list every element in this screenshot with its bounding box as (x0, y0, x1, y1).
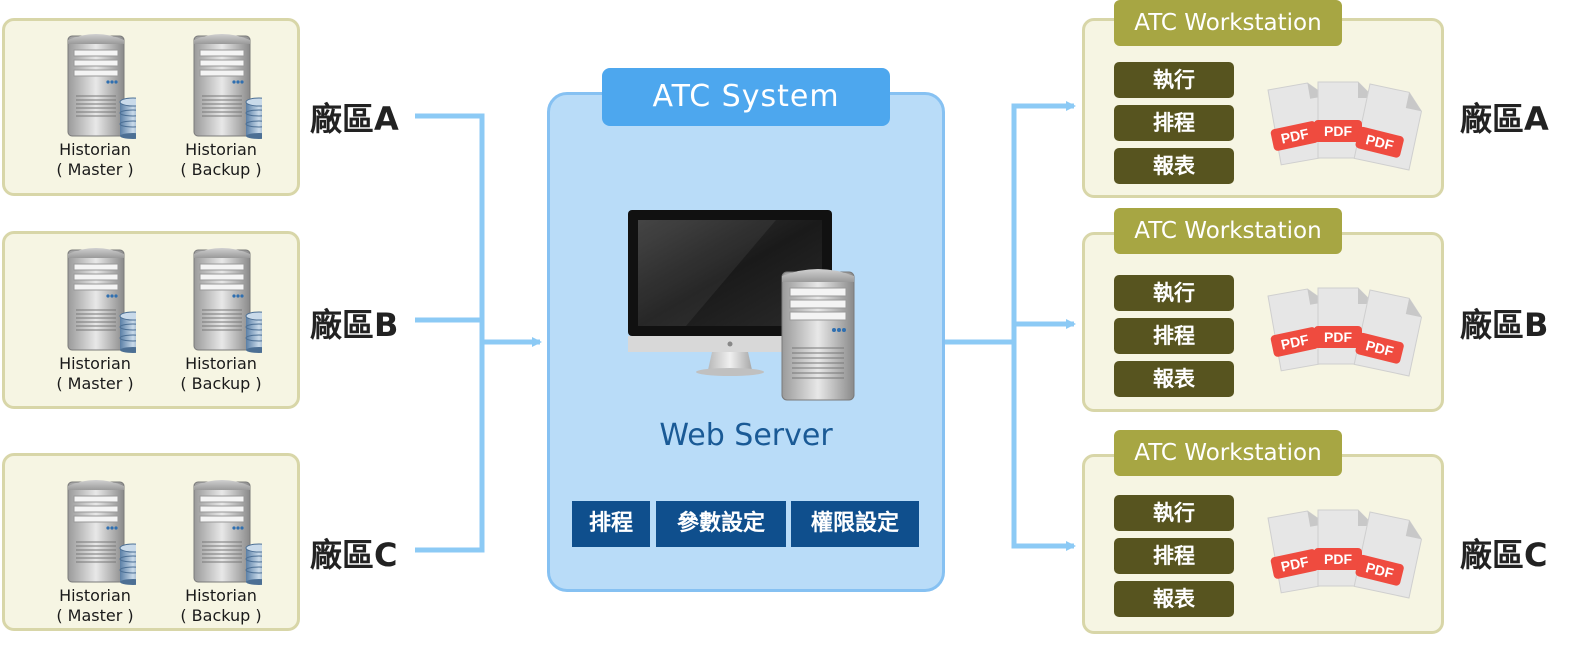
server-icon (67, 247, 136, 354)
ws-plant-name-a: 廠區A (1460, 100, 1549, 138)
historian-backup-c: Historian ( Backup ) (166, 478, 276, 626)
pdf-label: PDF (1279, 125, 1310, 147)
pdf-file-icon: PDF PDF PDF (1267, 285, 1426, 377)
server-role: ( Backup ) (180, 160, 262, 179)
ws-plant-name-b: 廠區B (1460, 306, 1549, 344)
historian-backup-b: Historian ( Backup ) (166, 246, 276, 394)
historian-backup-a: Historian ( Backup ) (166, 32, 276, 180)
historian-master-c: Historian ( Master ) (40, 478, 150, 626)
pdf-file-icon: PDF PDF PDF (1267, 507, 1426, 599)
function-schedule-button[interactable]: 排程 (572, 501, 650, 547)
connector-ws-c (1011, 342, 1076, 551)
atc-system-title: ATC System (602, 68, 890, 126)
server-label: Historian (185, 140, 257, 159)
historian-master-b: Historian ( Master ) (40, 246, 150, 394)
server-icon (67, 33, 136, 140)
server-label: Historian (59, 140, 131, 159)
server-label: Historian (185, 354, 257, 373)
function-parameter-settings-button[interactable]: 參數設定 (656, 501, 786, 547)
schedule-button-c[interactable]: 排程 (1114, 538, 1234, 574)
ws-plant-name-c: 廠區C (1460, 536, 1548, 574)
execute-button-c[interactable]: 執行 (1114, 495, 1234, 531)
report-button-a[interactable]: 報表 (1114, 148, 1234, 184)
connector-c (415, 342, 485, 553)
web-server-illustration (628, 210, 855, 401)
pdf-label: PDF (1364, 559, 1395, 581)
report-button-b[interactable]: 報表 (1114, 361, 1234, 397)
server-role: ( Master ) (56, 606, 134, 625)
plant-name-c: 廠區C (310, 536, 398, 574)
pdf-label: PDF (1324, 329, 1352, 345)
server-label: Historian (59, 354, 131, 373)
server-icon (193, 247, 262, 354)
connector-ws-a (1011, 101, 1076, 342)
pdf-files-b: PDF PDF PDF (1262, 284, 1427, 394)
pdf-files-c: PDF PDF PDF (1262, 506, 1427, 616)
server-tower-icon (781, 269, 855, 401)
workstation-title-a: ATC Workstation (1114, 0, 1342, 46)
server-label: Historian (59, 586, 131, 605)
server-label: Historian (185, 586, 257, 605)
pdf-label: PDF (1324, 551, 1352, 567)
web-server-label: Web Server (659, 418, 833, 453)
server-icon (193, 479, 262, 586)
pdf-label: PDF (1364, 131, 1395, 153)
pdf-label: PDF (1279, 331, 1310, 353)
schedule-button-b[interactable]: 排程 (1114, 318, 1234, 354)
server-role: ( Master ) (56, 374, 134, 393)
execute-button-a[interactable]: 執行 (1114, 62, 1234, 98)
pdf-label: PDF (1279, 553, 1310, 575)
historian-master-a: Historian ( Master ) (40, 32, 150, 180)
pdf-label: PDF (1324, 123, 1352, 139)
connector-a (415, 113, 485, 342)
pdf-file-icon: PDF PDF PDF (1267, 79, 1426, 171)
server-role: ( Backup ) (180, 374, 262, 393)
report-button-c[interactable]: 報表 (1114, 581, 1234, 617)
server-role: ( Backup ) (180, 606, 262, 625)
plant-name-a: 廠區A (310, 100, 399, 138)
workstation-title-c: ATC Workstation (1114, 430, 1342, 476)
pdf-label: PDF (1364, 337, 1395, 359)
execute-button-b[interactable]: 執行 (1114, 275, 1234, 311)
workstation-title-b: ATC Workstation (1114, 208, 1342, 254)
server-role: ( Master ) (56, 160, 134, 179)
server-icon (67, 479, 136, 586)
schedule-button-a[interactable]: 排程 (1114, 105, 1234, 141)
pdf-files-a: PDF PDF PDF (1262, 78, 1427, 188)
function-permission-settings-button[interactable]: 權限設定 (791, 501, 919, 547)
server-icon (193, 33, 262, 140)
plant-name-b: 廠區B (310, 306, 399, 344)
